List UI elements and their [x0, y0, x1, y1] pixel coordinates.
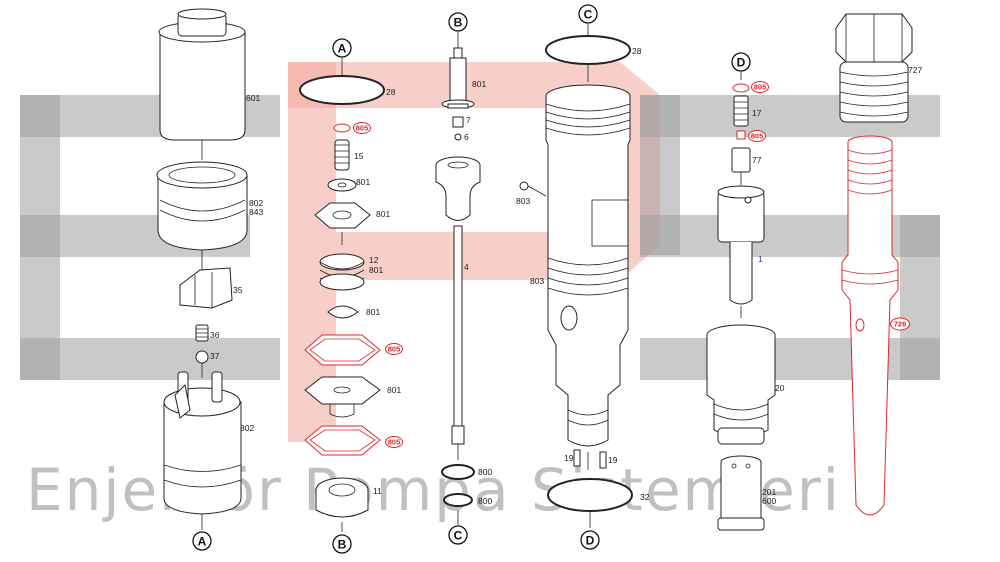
column-main-body: [519, 24, 633, 528]
label-800-bottom: 800: [478, 496, 492, 506]
svg-text:D: D: [737, 56, 746, 70]
marker-a-bottom: A: [192, 531, 212, 551]
label-800-top: 800: [478, 467, 492, 477]
column-spring-stack: [299, 58, 385, 532]
svg-text:805: 805: [388, 345, 401, 354]
label-28-right: 28: [632, 46, 642, 56]
watermark-brand-text: Enjektör Pompa Sistemleri: [26, 456, 841, 524]
marker-d-top: D: [731, 52, 751, 72]
marker-b-top: B: [448, 12, 468, 32]
label-601: 601: [246, 93, 260, 103]
svg-text:D: D: [586, 534, 595, 548]
label-803-body: 803: [530, 276, 544, 286]
label-801-clip: 801: [366, 307, 380, 317]
label-727: 727: [908, 65, 922, 75]
column-holder-body: [156, 8, 248, 530]
label-801-spring: 801: [369, 265, 383, 275]
badge-726: 726: [890, 317, 910, 331]
marker-b-bottom: B: [332, 534, 352, 554]
label-6: 6: [464, 132, 469, 142]
svg-text:805: 805: [751, 132, 764, 141]
label-35: 35: [233, 285, 243, 295]
label-77: 77: [752, 155, 762, 165]
svg-text:A: A: [198, 535, 207, 549]
svg-text:C: C: [454, 529, 463, 543]
label-801-plate: 801: [387, 385, 401, 395]
label-20: 20: [775, 383, 785, 393]
badge-805-c: 805: [385, 436, 403, 448]
label-32: 32: [640, 492, 650, 502]
label-36: 36: [210, 330, 220, 340]
label-4: 4: [464, 262, 469, 272]
svg-text:B: B: [338, 538, 347, 552]
label-600: 600: [762, 496, 776, 506]
label-843: 843: [249, 207, 263, 217]
badge-805-e: 805: [748, 130, 766, 142]
svg-text:805: 805: [356, 124, 369, 133]
svg-text:C: C: [584, 8, 593, 22]
label-802-body: 802: [240, 423, 254, 433]
svg-text:726: 726: [894, 320, 907, 329]
part-labels: 601 802 843 35 36 37 802 28 805 15 801 8…: [210, 46, 922, 506]
label-201: 201: [762, 487, 776, 497]
badge-805-b: 805: [385, 343, 403, 355]
marker-c-top: C: [578, 4, 598, 24]
column-nozzle: [706, 72, 776, 531]
svg-text:B: B: [454, 16, 463, 30]
label-28-left: 28: [386, 87, 396, 97]
marker-c-bottom: C: [448, 525, 468, 545]
column-valve-stem: [435, 32, 481, 525]
label-37: 37: [210, 351, 220, 361]
marker-a-top: A: [332, 38, 352, 58]
connection-markers: A A B B C C D D: [192, 4, 751, 554]
label-1: 1: [758, 254, 763, 264]
svg-text:805: 805: [388, 438, 401, 447]
svg-text:805: 805: [754, 83, 767, 92]
column-inlet-connector: [835, 13, 913, 516]
label-801-stem: 801: [472, 79, 486, 89]
watermark-logo: Enjektör Pompa Sistemleri: [20, 62, 940, 524]
label-801-disc: 801: [376, 209, 390, 219]
label-19-left: 19: [564, 453, 574, 463]
badge-805-d: 805: [751, 81, 769, 93]
label-17: 17: [752, 108, 762, 118]
label-801-washer: 801: [356, 177, 370, 187]
label-12: 12: [369, 255, 379, 265]
label-15: 15: [354, 151, 364, 161]
label-802-nut: 802: [249, 198, 263, 208]
marker-d-bottom: D: [580, 530, 600, 550]
label-11: 11: [373, 486, 382, 496]
badge-805-a: 805: [353, 122, 371, 134]
label-19-right: 19: [608, 455, 618, 465]
svg-text:A: A: [338, 42, 347, 56]
label-803-leader: 803: [516, 196, 530, 206]
label-7: 7: [466, 115, 471, 125]
